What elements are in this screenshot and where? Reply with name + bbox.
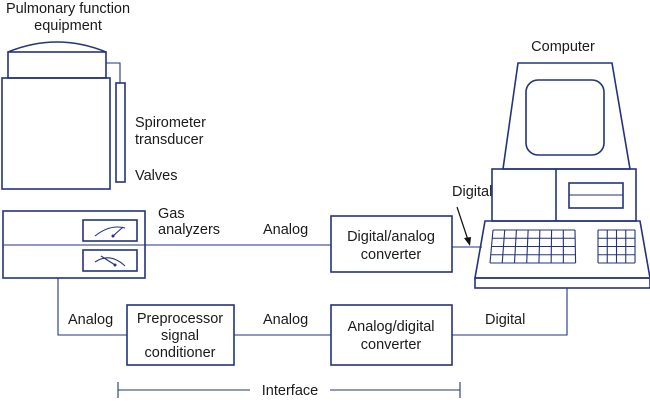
analog-mid-label: Analog <box>263 312 308 328</box>
spirometer-label-2: transducer <box>135 132 204 148</box>
keys-right-grid <box>597 229 636 264</box>
spirometer-label-1: Spirometer <box>135 115 206 131</box>
pre-label-3: conditioner <box>145 345 216 361</box>
valves-label: Valves <box>135 168 177 184</box>
gauge-1 <box>82 219 138 242</box>
da-label-1: Digital/analog <box>347 229 435 245</box>
keys-left-grid <box>489 229 577 264</box>
analog-top-label: Analog <box>263 222 308 238</box>
da-converter-box <box>330 215 453 273</box>
ad-converter-box <box>330 304 453 366</box>
pre-label-2: signal <box>161 328 199 344</box>
screen <box>525 79 605 156</box>
spirometer-transducer <box>115 82 126 183</box>
gauge-2 <box>82 249 138 272</box>
arrow <box>456 206 469 241</box>
spirometer-equipment <box>1 41 126 190</box>
gas-label-2: analyzers <box>158 222 220 238</box>
title-line2: equipment <box>34 18 102 34</box>
ad-label-1: Analog/digital <box>347 319 434 335</box>
keyboard <box>474 220 650 279</box>
digital-bottom-label: Digital <box>485 312 525 328</box>
pre-label-1: Preprocessor <box>137 311 223 327</box>
digital-top-label: Digital <box>452 184 492 200</box>
interface-label: Interface <box>262 383 318 399</box>
computer-label: Computer <box>531 39 595 55</box>
title-line1: Pulmonary function <box>6 1 130 17</box>
ad-label-2: converter <box>361 337 422 353</box>
interface-bracket <box>117 382 461 398</box>
da-label-2: converter <box>361 247 422 263</box>
computer <box>474 62 650 289</box>
gas-analyzers <box>2 210 146 279</box>
monitor <box>502 62 631 170</box>
analog-left-label: Analog <box>68 312 113 328</box>
gas-label-1: Gas <box>158 206 185 222</box>
